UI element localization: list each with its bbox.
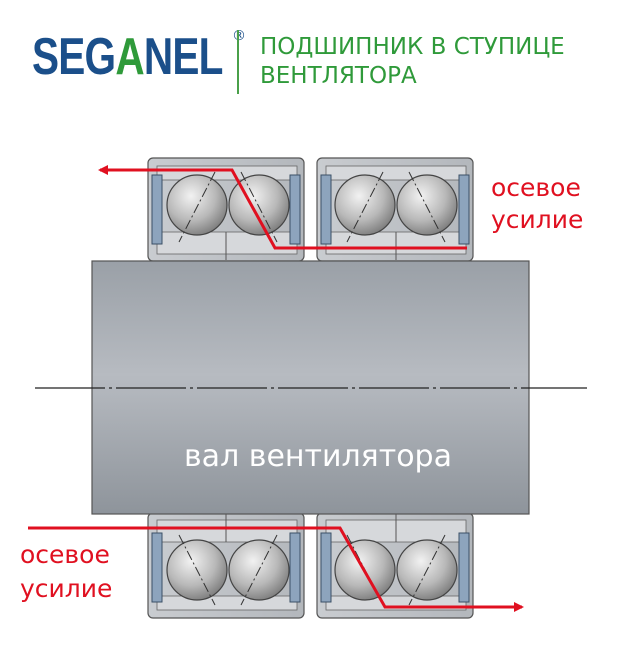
title-line-1: ПОДШИПНИК В СТУПИЦЕ	[260, 34, 565, 60]
seganel-logo: SEGANEL ®	[32, 22, 276, 92]
ball	[396, 174, 458, 236]
ball	[166, 174, 228, 236]
registered-mark: ®	[232, 28, 246, 44]
logo-wordmark: SEGANEL	[32, 28, 223, 86]
ball	[228, 174, 290, 236]
axial-force-arrow-bottom	[28, 526, 524, 612]
bearing-top-left	[147, 157, 305, 262]
title-line-2: ВЕНТЛЯТОРА	[260, 63, 417, 89]
page-title: ПОДШИПНИК В СТУПИЦЕ ВЕНТЛЯТОРА	[260, 33, 620, 91]
axial-force-label-bottom-line1: осевое	[20, 540, 110, 569]
header-divider	[237, 30, 239, 94]
header: SEGANEL ® ПОДШИПНИК В СТУПИЦЕ ВЕНТЛЯТОРА	[0, 0, 630, 110]
shaft-label: вал вентилятора	[184, 439, 452, 474]
axial-force-label-bottom-line2: усилие	[20, 574, 112, 603]
bearing-top-right	[316, 157, 474, 262]
axial-force-label-top-line2: усилие	[491, 205, 583, 234]
ball	[334, 174, 396, 236]
axial-force-label-top-line1: осевое	[491, 173, 581, 202]
bearing-bottom-left	[147, 512, 305, 619]
axial-force-arrow-top	[98, 165, 467, 250]
bearing-bottom-right	[316, 512, 474, 619]
